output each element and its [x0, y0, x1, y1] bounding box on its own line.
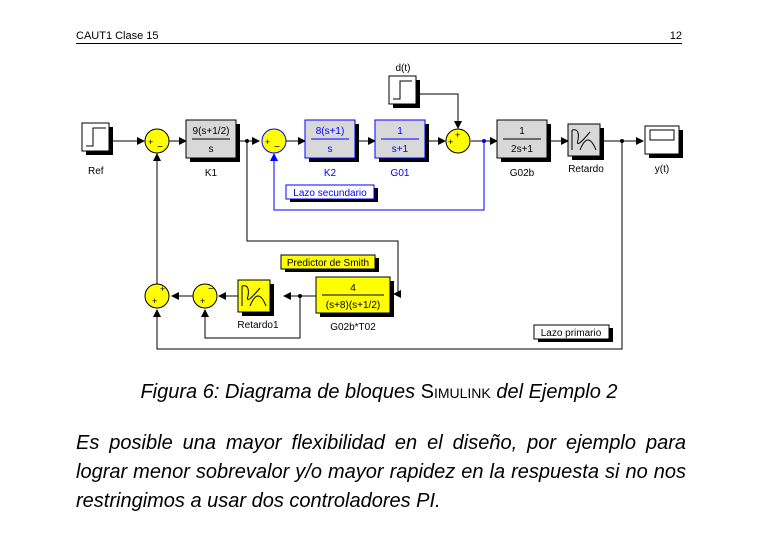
k1-block[interactable]: 9(s+1/2) s K1	[185, 119, 240, 179]
k2-label: K2	[324, 168, 337, 179]
smith-predictor-label-box: Predictor de Smith	[280, 254, 379, 272]
svg-text:+: +	[200, 296, 205, 306]
g01-label: G01	[391, 168, 410, 179]
g01-block[interactable]: 1 s+1 G01	[374, 119, 429, 179]
disturbance-step-block[interactable]: d(t)	[388, 63, 420, 108]
caption-simulink: Simulink	[420, 381, 491, 403]
ref-label: Ref	[88, 166, 104, 177]
primary-loop-label: Lazo primario	[541, 328, 602, 339]
body-paragraph: Es posible una mayor flexibilidad en el …	[76, 432, 686, 512]
svg-text:+: +	[448, 137, 453, 147]
scope-label: y(t)	[655, 164, 669, 175]
smith-numerator: 4	[350, 283, 356, 294]
g02b-block[interactable]: 1 2s+1 G02b	[496, 119, 551, 179]
smith-predictor-label: Predictor de Smith	[287, 258, 369, 269]
k2-numerator: 8(s+1)	[316, 126, 345, 137]
sum-block-2[interactable]: + −	[261, 128, 287, 154]
svg-text:−: −	[157, 142, 163, 153]
disturbance-label: d(t)	[396, 63, 411, 74]
k2-denominator: s	[328, 144, 333, 155]
header-rule	[76, 43, 682, 44]
scope-block[interactable]: y(t)	[644, 125, 683, 175]
smith-label: G02b*T02	[330, 322, 376, 333]
caption-prefix: Figura 6: Diagrama de bloques	[140, 381, 421, 403]
secondary-loop-label-box: Lazo secundario	[285, 184, 378, 202]
g01-denominator: s+1	[392, 144, 409, 155]
svg-text:+: +	[265, 137, 270, 147]
smith-predictor-block[interactable]: 4 (s+8)(s+1/2) G02b*T02	[315, 276, 394, 333]
smith-denominator: (s+8)(s+1/2)	[326, 300, 380, 311]
caption-suffix: del Ejemplo 2	[490, 381, 618, 403]
header-page-number: 12	[669, 30, 682, 42]
retardo-block[interactable]: Retardo	[567, 123, 604, 175]
k1-numerator: 9(s+1/2)	[193, 126, 230, 137]
ref-step-block[interactable]: Ref	[81, 122, 113, 177]
g02b-denominator: 2s+1	[511, 144, 533, 155]
sum-block-1[interactable]: + −	[144, 128, 170, 154]
g01-numerator: 1	[397, 126, 403, 137]
k2-block[interactable]: 8(s+1) s K2	[304, 119, 359, 179]
sum-block-5[interactable]: + +	[144, 283, 170, 309]
svg-text:−: −	[274, 142, 280, 153]
svg-text:+: +	[152, 296, 157, 306]
header-course: CAUT1 Clase 15	[76, 30, 159, 42]
svg-text:−: −	[208, 284, 214, 295]
simulink-block-diagram: Ref + − 9(s+1/2) s K1 + − 8(s+1)	[81, 63, 683, 350]
figure-caption: Figura 6: Diagrama de bloques Simulink d…	[0, 381, 758, 404]
sum-block-4[interactable]: + −	[192, 283, 218, 309]
primary-loop-label-box: Lazo primario	[533, 324, 613, 342]
retardo-label: Retardo	[568, 164, 604, 175]
secondary-loop-label: Lazo secundario	[293, 188, 367, 199]
k1-denominator: s	[209, 144, 214, 155]
svg-text:+: +	[455, 130, 460, 140]
svg-text:+: +	[148, 137, 153, 147]
g02b-label: G02b	[510, 168, 535, 179]
signal-lines	[113, 93, 644, 350]
g02b-numerator: 1	[519, 126, 525, 137]
sum-block-3[interactable]: + +	[445, 128, 471, 154]
retardo1-block[interactable]: Retardo1	[237, 279, 279, 331]
k1-label: K1	[205, 168, 218, 179]
retardo1-label: Retardo1	[237, 320, 279, 331]
secondary-loop-lines	[270, 141, 485, 211]
svg-text:+: +	[160, 284, 165, 294]
